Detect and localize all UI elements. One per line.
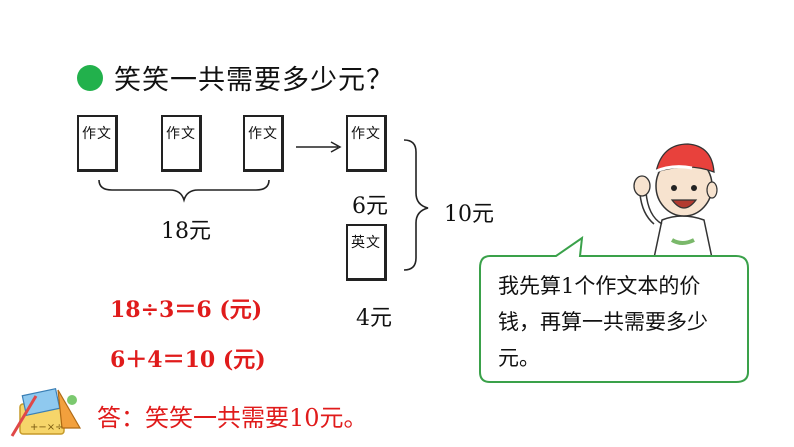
notebook-label: 英文 bbox=[351, 235, 381, 251]
stationery-icon: +−×÷ bbox=[10, 387, 82, 437]
notebook-label: 作文 bbox=[351, 126, 381, 142]
calculation-step-1: 18÷3＝6 (元) bbox=[110, 297, 263, 323]
composition-notebook: 作文 bbox=[161, 115, 202, 172]
speech-bubble-text: 我先算1个作文本的价钱，再算一共需要多少元。 bbox=[498, 274, 708, 370]
composition-notebook: 作文 bbox=[77, 115, 118, 172]
boy-character-icon bbox=[633, 143, 718, 258]
question-bullet bbox=[77, 65, 103, 91]
answer-text: 答：笑笑一共需要10元。 bbox=[97, 404, 368, 432]
speech-bubble bbox=[479, 236, 749, 383]
total-three-label: 18元 bbox=[161, 219, 211, 244]
composition-notebook: 作文 bbox=[243, 115, 284, 172]
svg-text:+−×÷: +−×÷ bbox=[30, 422, 64, 433]
composition-price-label: 6元 bbox=[352, 194, 388, 219]
notebook-label: 作文 bbox=[82, 126, 112, 142]
single-composition-notebook: 作文 bbox=[346, 115, 387, 172]
right-brace-icon bbox=[403, 139, 429, 271]
sum-total-label: 10元 bbox=[444, 202, 494, 227]
question-text: 笑笑一共需要多少元？ bbox=[114, 65, 394, 96]
notebook-label: 作文 bbox=[166, 126, 196, 142]
notebook-label: 作文 bbox=[248, 126, 278, 142]
bottom-brace-icon bbox=[98, 179, 270, 203]
arrow-icon bbox=[296, 141, 342, 153]
calculation-step-2: 6＋4＝10 (元) bbox=[110, 347, 266, 373]
english-notebook: 英文 bbox=[346, 224, 387, 281]
english-price-label: 4元 bbox=[356, 306, 392, 331]
